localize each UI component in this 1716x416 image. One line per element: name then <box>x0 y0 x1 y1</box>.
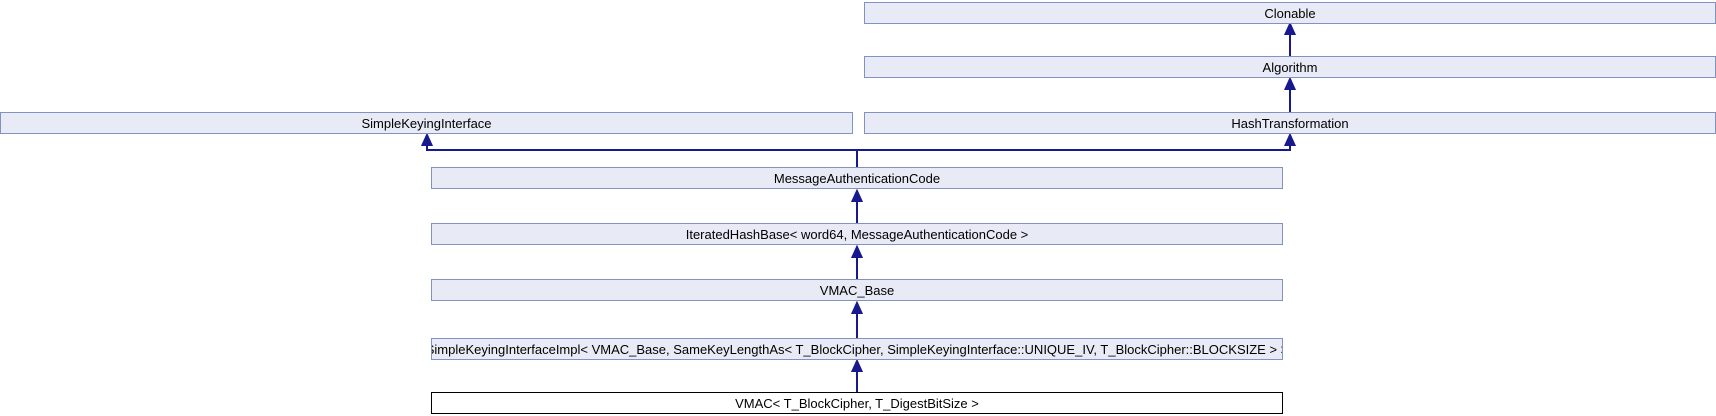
class-node-message-authentication-code[interactable]: MessageAuthenticationCode <box>431 167 1283 189</box>
inheritance-arrow <box>850 300 864 338</box>
class-node-simple-keying-interface[interactable]: SimpleKeyingInterface <box>0 112 853 134</box>
class-node-vmac-base[interactable]: VMAC_Base <box>431 279 1283 301</box>
inheritance-arrow <box>1283 21 1297 56</box>
class-node-simple-keying-interface-impl[interactable]: SimpleKeyingInterfaceImpl< VMAC_Base, Sa… <box>431 338 1283 360</box>
class-node-hash-transformation[interactable]: HashTransformation <box>864 112 1716 134</box>
class-node-clonable[interactable]: Clonable <box>864 2 1716 24</box>
class-node-vmac-current: VMAC< T_BlockCipher, T_DigestBitSize > <box>431 392 1283 414</box>
inheritance-arrow <box>850 188 864 223</box>
inheritance-arrow <box>850 358 864 392</box>
inheritance-arrow <box>420 132 1297 167</box>
inheritance-arrow <box>850 244 864 279</box>
class-node-iterated-hash-base[interactable]: IteratedHashBase< word64, MessageAuthent… <box>431 223 1283 245</box>
class-node-algorithm[interactable]: Algorithm <box>864 56 1716 78</box>
inheritance-arrow <box>1283 76 1297 112</box>
